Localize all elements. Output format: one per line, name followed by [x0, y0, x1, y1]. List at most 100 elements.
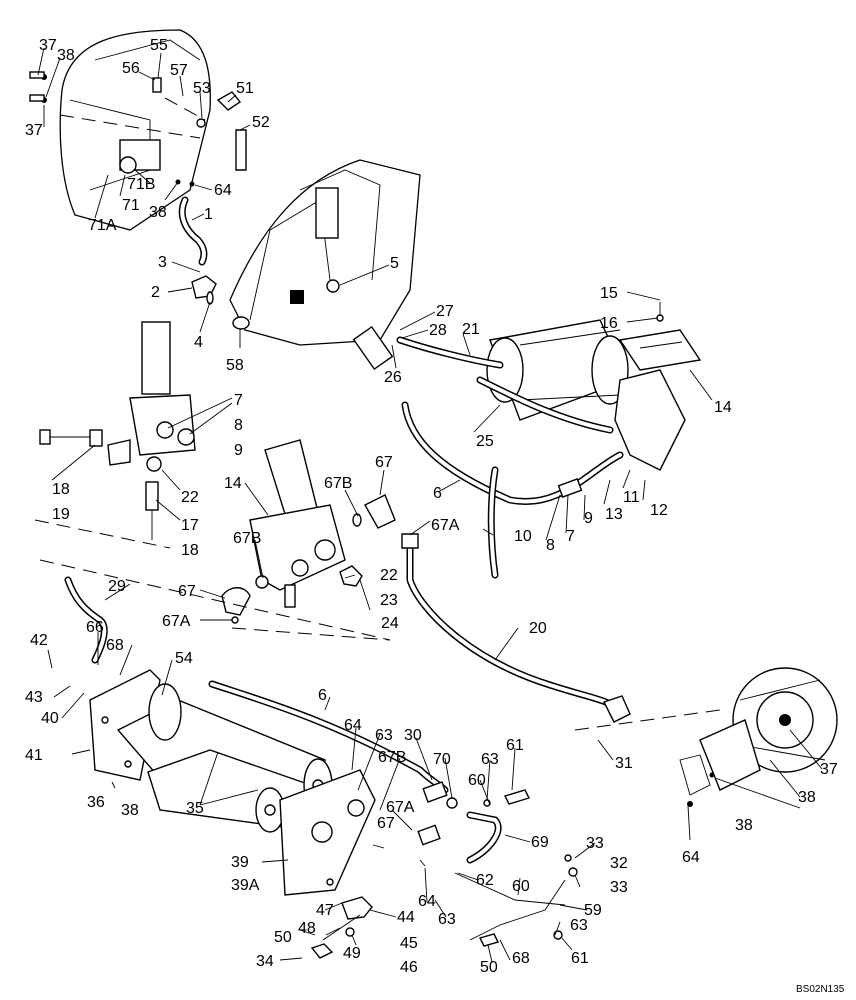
reference-line-b	[39, 559, 391, 641]
callout-19: 19	[52, 506, 70, 523]
callout-55: 55	[150, 37, 168, 54]
callout-69: 69	[531, 834, 549, 851]
callout-36: 36	[87, 794, 105, 811]
callout-67a: 67A	[162, 613, 191, 630]
callout-27: 27	[436, 303, 454, 320]
callout-9: 9	[234, 442, 243, 459]
callout-67: 67	[377, 815, 395, 832]
callout-60: 60	[512, 878, 530, 895]
callout-48: 48	[298, 920, 316, 937]
callout-64: 64	[682, 849, 700, 866]
callout-8: 8	[234, 417, 243, 434]
callout-63: 63	[438, 911, 456, 928]
callout-49: 49	[343, 945, 361, 962]
callout-38: 38	[57, 47, 75, 64]
callout-63: 63	[375, 727, 393, 744]
callout-31: 31	[615, 755, 633, 772]
callout-56: 56	[122, 60, 140, 77]
callout-64: 64	[214, 182, 232, 199]
callout-14: 14	[714, 399, 732, 416]
callout-10: 10	[514, 528, 532, 545]
callout-25: 25	[476, 433, 494, 450]
callout-64: 64	[418, 893, 436, 910]
callout-54: 54	[175, 650, 193, 667]
callout-26: 26	[384, 369, 402, 386]
callout-3: 3	[158, 254, 167, 271]
top-left-bracket-assembly	[29, 29, 247, 231]
callout-14: 14	[224, 475, 242, 492]
callout-39: 39	[231, 854, 249, 871]
callout-28: 28	[429, 322, 447, 339]
callout-67a: 67A	[431, 517, 460, 534]
callout-60: 60	[468, 772, 486, 789]
elbow-67-center	[221, 587, 251, 616]
callout-18: 18	[52, 481, 70, 498]
callout-21: 21	[462, 321, 480, 338]
callout-62: 62	[476, 872, 494, 889]
callout-33: 33	[586, 835, 604, 852]
machine-frame	[229, 159, 421, 371]
callout-67: 67	[375, 454, 393, 471]
leader-lines	[37, 47, 823, 963]
callout-67b: 67B	[233, 530, 261, 547]
callout-67a: 67A	[386, 799, 415, 816]
callout-67: 67	[178, 583, 196, 600]
callout-45: 45	[400, 935, 418, 952]
callout-23: 23	[380, 592, 398, 609]
callout-37: 37	[25, 122, 43, 139]
callout-35: 35	[186, 800, 204, 817]
callout-58: 58	[226, 357, 244, 374]
callout-64: 64	[344, 717, 362, 734]
callout-57: 57	[170, 62, 188, 79]
callout-4: 4	[194, 334, 203, 351]
callout-70: 70	[433, 751, 451, 768]
callout-6: 6	[433, 485, 442, 502]
callout-61: 61	[506, 737, 524, 754]
callout-18: 18	[181, 542, 199, 559]
callout-38: 38	[121, 802, 139, 819]
callout-24: 24	[381, 615, 399, 632]
callout-63: 63	[481, 751, 499, 768]
callout-labels: 37 38 55 56 57 53 51 52 37 71B 71 38 64 …	[25, 37, 838, 976]
callout-53: 53	[193, 80, 211, 97]
pedal-valve-center	[221, 439, 396, 624]
callout-67b: 67B	[324, 475, 352, 492]
callout-40: 40	[41, 710, 59, 727]
callout-68: 68	[512, 950, 530, 967]
callout-47: 47	[316, 902, 334, 919]
callout-38: 38	[798, 789, 816, 806]
callout-2: 2	[151, 284, 160, 301]
callout-67b: 67B	[378, 749, 406, 766]
callout-33: 33	[610, 879, 628, 896]
callout-41: 41	[25, 747, 43, 764]
callout-20: 20	[529, 620, 547, 637]
upper-tank-assembly	[486, 302, 702, 471]
flywheel-assembly	[574, 667, 838, 807]
callout-51: 51	[236, 80, 254, 97]
callout-61: 61	[571, 950, 589, 967]
reference-line-a	[34, 519, 171, 549]
callout-44: 44	[397, 909, 415, 926]
hose-1	[178, 196, 208, 266]
tank-assembly-lower	[89, 669, 376, 896]
callout-50: 50	[480, 959, 498, 976]
callout-12: 12	[650, 502, 668, 519]
cap-58	[232, 316, 250, 330]
callout-17: 17	[181, 517, 199, 534]
pedal-valve-left	[39, 321, 196, 540]
callout-63: 63	[570, 917, 588, 934]
callout-11: 11	[623, 489, 640, 506]
callout-59: 59	[584, 902, 602, 919]
callout-29: 29	[108, 578, 126, 595]
reference-line-c	[231, 627, 391, 641]
callout-71: 71	[122, 197, 140, 214]
callout-50: 50	[274, 929, 292, 946]
callout-38: 38	[149, 204, 167, 221]
callout-32: 32	[610, 855, 628, 872]
callout-38: 38	[735, 817, 753, 834]
callout-42: 42	[30, 632, 48, 649]
callout-1: 1	[204, 206, 213, 223]
callout-46: 46	[400, 959, 418, 976]
callout-8: 8	[546, 537, 555, 554]
